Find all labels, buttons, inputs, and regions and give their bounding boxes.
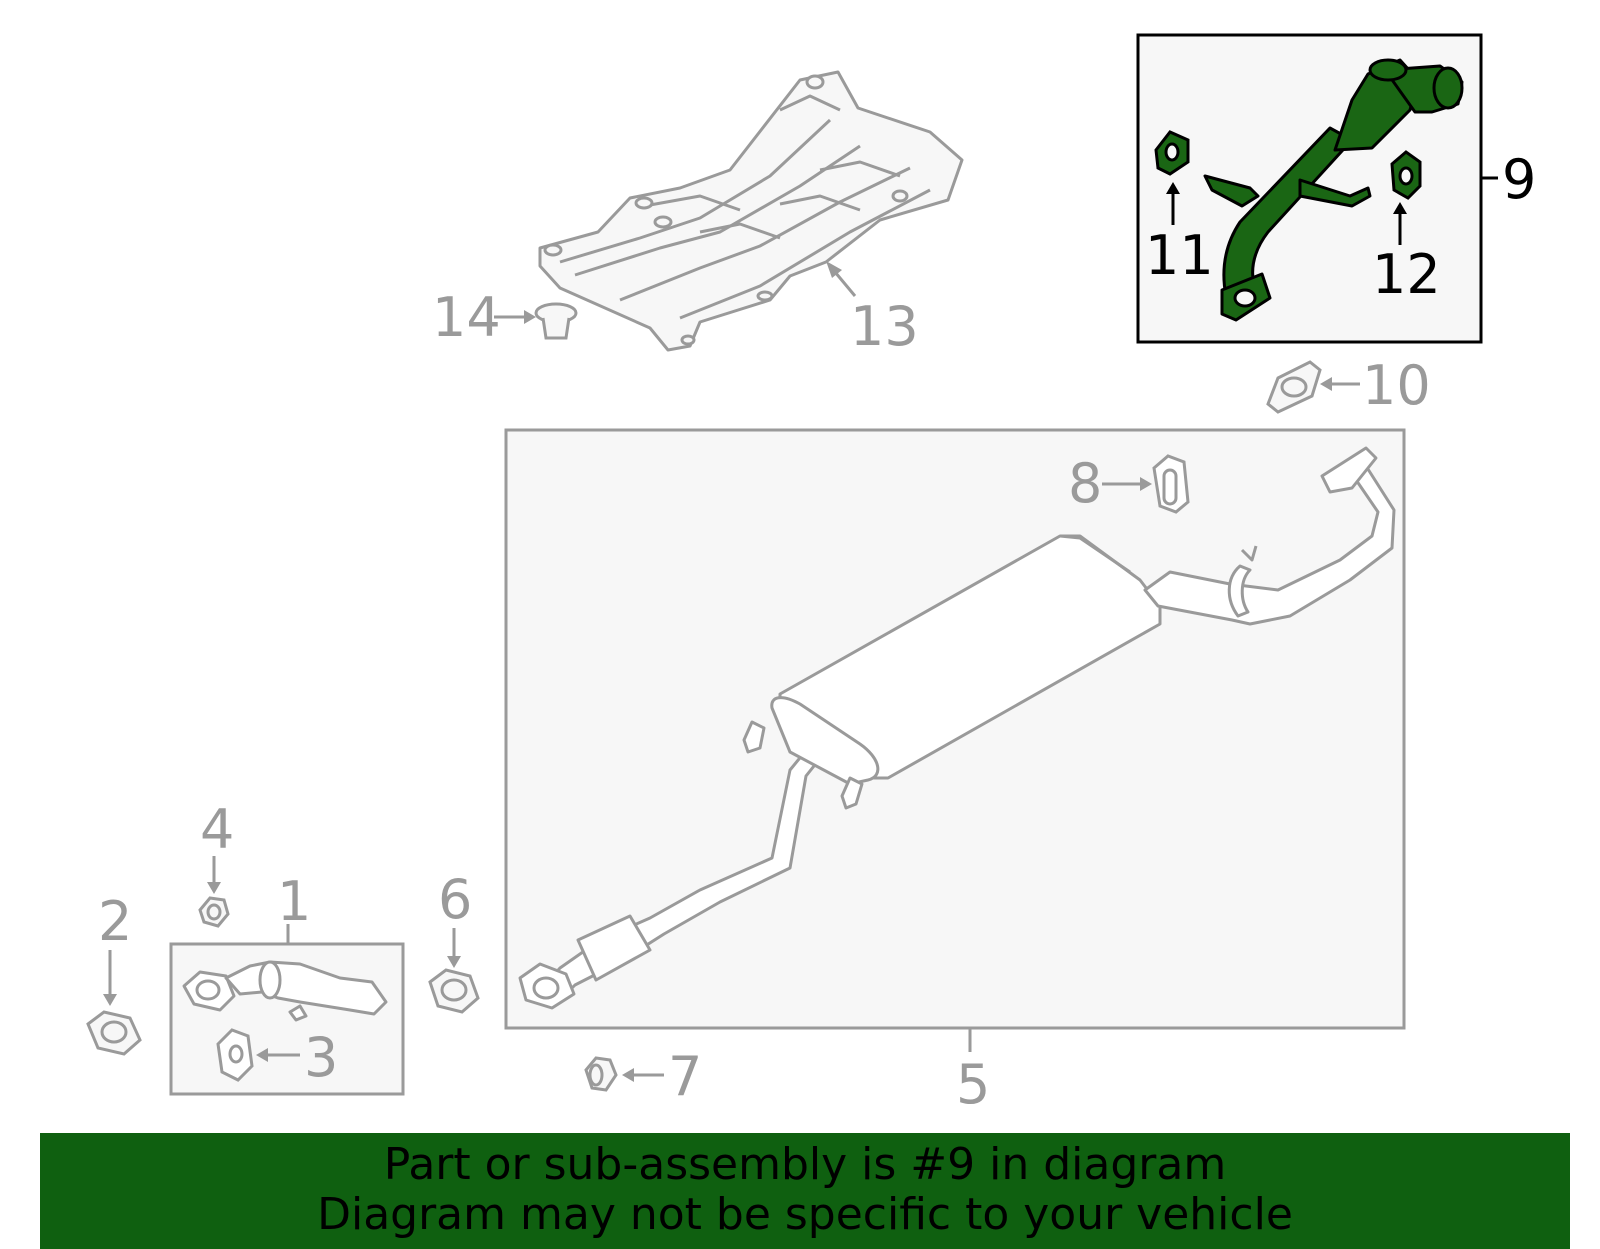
callout-7-arrowhead [622,1068,634,1082]
callout-11: 11 [1145,224,1214,287]
part-6-gasket[interactable] [428,968,480,1014]
part-13-heat-shield[interactable] [538,70,964,352]
part-7-nut[interactable] [584,1056,618,1092]
callout-12-arrowhead [1393,202,1407,214]
part-9-tail-pipe[interactable] [1203,58,1464,322]
callout-10-arrowhead [1320,377,1332,391]
part-2-gasket[interactable] [86,1010,142,1056]
part-8-insulator[interactable] [1152,454,1190,514]
callout-8-arrowhead [1140,477,1152,491]
callout-5: 5 [956,1053,990,1116]
callout-2: 2 [98,890,132,953]
callout-3: 3 [304,1026,338,1089]
part-14-clip-nut[interactable] [534,302,578,340]
callout-3-arrowhead [256,1048,268,1062]
part-12-hanger-insulator[interactable] [1390,150,1422,200]
banner-line-1: Part or sub-assembly is #9 in diagram [383,1139,1227,1190]
part-5-muffler-assembly[interactable] [518,446,1396,1010]
callout-11-arrowhead [1166,182,1180,194]
callout-8: 8 [1068,452,1102,515]
callout-10: 10 [1362,354,1431,417]
callout-7: 7 [668,1045,702,1108]
callout-4: 4 [200,798,234,861]
banner-line-2: Diagram may not be specific to your vehi… [317,1189,1293,1240]
callout-1: 1 [277,870,311,933]
part-11-hanger-insulator[interactable] [1154,130,1190,176]
part-3-insulator[interactable] [216,1028,254,1082]
part-10-gasket[interactable] [1266,360,1322,414]
callout-2-arrowhead [103,994,117,1006]
part-4-nut[interactable] [198,896,230,928]
callout-14: 14 [432,286,501,349]
part-1-front-pipe[interactable] [182,960,388,1022]
info-banner: Part or sub-assembly is #9 in diagram Di… [40,1133,1570,1249]
callout-12: 12 [1372,243,1441,306]
callout-4-arrowhead [207,882,221,894]
callout-6: 6 [438,868,472,931]
callout-6-arrowhead [447,956,461,968]
callout-14-arrowhead [524,310,536,324]
callout-13-arrowhead [826,261,842,278]
callout-13: 13 [850,295,919,358]
callout-9: 9 [1502,148,1536,211]
